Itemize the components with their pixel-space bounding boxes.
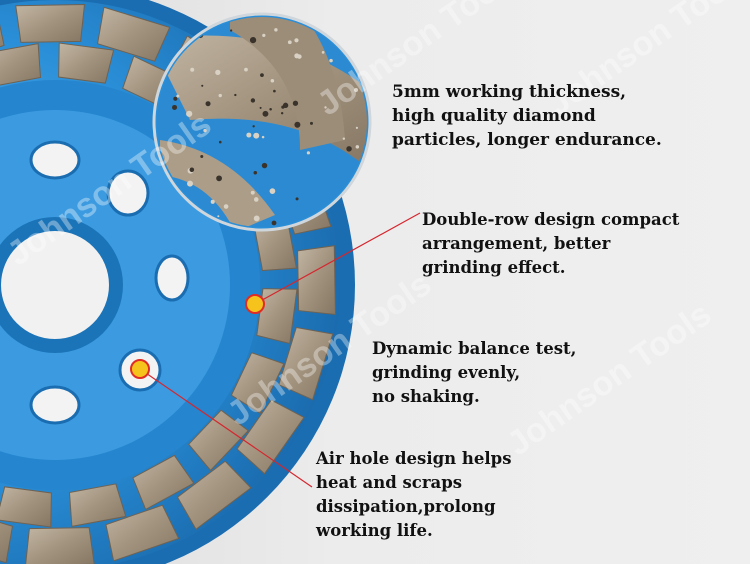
diamond-particle	[355, 126, 358, 129]
diamond-particle	[355, 145, 360, 149]
diamond-particle	[329, 58, 333, 63]
diamond-particle	[287, 40, 292, 45]
diamond-segment	[278, 326, 334, 401]
callout-working-thickness: 5mm working thickness, high quality diam…	[392, 82, 662, 150]
diamond-segment	[0, 486, 52, 528]
diamond-particle	[172, 104, 178, 110]
diamond-particle	[282, 102, 289, 109]
zoom-lens	[152, 12, 372, 232]
diamond-particle	[201, 84, 204, 87]
diamond-particle	[246, 132, 252, 138]
diamond-particle	[244, 67, 248, 72]
diamond-segment	[132, 454, 195, 511]
diamond-particle	[321, 50, 325, 54]
diamond-particle	[249, 36, 257, 44]
diamond-particle	[294, 121, 301, 128]
diamond-particle	[186, 110, 193, 117]
diamond-particle	[253, 197, 259, 202]
diamond-particle	[273, 89, 276, 93]
diamond-particle	[252, 125, 255, 128]
diamond-particle	[189, 167, 195, 173]
diamond-segment	[96, 6, 171, 62]
diamond-particle	[187, 180, 193, 187]
diamond-particle	[274, 28, 278, 32]
diamond-particle	[250, 98, 256, 103]
diamond-particle	[190, 67, 195, 72]
diamond-particle	[216, 175, 222, 182]
diamond-particle	[309, 121, 313, 125]
diamond-particle	[215, 69, 221, 75]
diamond-segment	[176, 460, 252, 530]
diamond-particle	[259, 106, 262, 109]
diamond-segment	[68, 483, 127, 528]
diamond-particle	[218, 93, 222, 98]
diamond-particle	[253, 171, 258, 175]
diamond-particle	[346, 146, 352, 152]
callout-dynamic-balance: Dynamic balance test, grinding evenly, n…	[372, 339, 577, 406]
diamond-particle	[200, 155, 204, 159]
diamond-particle	[280, 112, 284, 115]
diamond-particle	[260, 73, 264, 78]
diamond-particle	[173, 96, 178, 101]
diamond-particle	[176, 94, 180, 98]
diamond-particle	[253, 215, 260, 222]
diamond-segment	[0, 23, 5, 48]
diamond-particle	[223, 204, 229, 209]
diamond-particle	[210, 199, 215, 204]
diamond-segment	[0, 42, 42, 86]
diamond-segment	[58, 42, 115, 84]
diamond-particle	[229, 29, 233, 32]
diamond-segment	[188, 409, 250, 472]
diamond-particle	[262, 110, 269, 117]
zoomed-segment	[160, 140, 275, 227]
diamond-particle	[324, 106, 327, 109]
diamond-particle	[294, 38, 299, 43]
diamond-particle	[270, 79, 275, 83]
diamond-segment	[230, 352, 285, 414]
diamond-particle	[205, 101, 211, 107]
pointer-line-air-hole	[139, 368, 313, 488]
diamond-particle	[269, 188, 276, 195]
diamond-particle	[292, 100, 299, 106]
callout-air-hole: Air hole design helps heat and scraps di…	[316, 449, 512, 540]
pointer-line-double-row	[254, 212, 421, 305]
diamond-particle	[294, 53, 300, 59]
diamond-particle	[295, 197, 299, 201]
air-hole	[29, 140, 81, 180]
diamond-segment	[25, 527, 95, 564]
diamond-segment	[105, 504, 180, 562]
air-hole	[106, 169, 150, 217]
diamond-particle	[354, 88, 358, 92]
diamond-particle	[261, 162, 268, 169]
diamond-particle	[203, 128, 207, 133]
air-holes	[29, 140, 190, 425]
diamond-particle	[218, 140, 222, 144]
marker-air-hole	[130, 359, 150, 379]
diamond-segment	[0, 521, 14, 564]
diamond-particle	[253, 132, 260, 139]
diamond-segment	[256, 288, 298, 345]
diamond-particle	[262, 33, 266, 38]
diamond-segment	[15, 4, 86, 43]
diamond-particle	[234, 93, 237, 97]
air-hole	[154, 254, 190, 302]
marker-double-row	[245, 294, 265, 314]
diamond-particle	[217, 215, 220, 218]
diamond-particle	[261, 135, 265, 139]
zoomed-segment	[230, 17, 345, 150]
callout-double-row: Double-row design compact arrangement, b…	[422, 210, 680, 277]
diamond-particle	[250, 190, 255, 195]
diamond-particle	[347, 194, 354, 200]
diamond-particle	[271, 220, 277, 226]
pointer-lines	[130, 212, 421, 488]
diamond-particle	[306, 151, 310, 155]
diamond-segment	[297, 245, 336, 316]
diamond-particle	[269, 108, 272, 111]
diamond-segment	[236, 399, 305, 475]
arbor-hole	[1, 231, 109, 339]
diamond-particle	[342, 137, 346, 140]
air-hole	[29, 385, 81, 425]
